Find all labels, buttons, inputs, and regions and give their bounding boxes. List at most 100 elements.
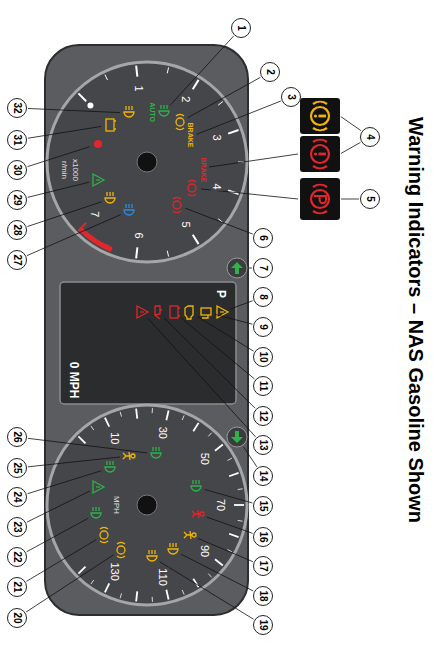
gauge-part: [128, 106, 129, 110]
scale-number: 1: [133, 84, 145, 92]
callout-number: 23: [7, 517, 27, 537]
gauge-part: [185, 306, 193, 319]
scale-tick: [238, 488, 243, 490]
gauge-part: [184, 531, 192, 539]
gauge-part: [112, 461, 113, 465]
leader-line: [27, 518, 88, 551]
callout-number: 20: [7, 608, 27, 628]
warning-icon: [191, 480, 201, 491]
scale-tick: [166, 590, 168, 600]
scale-tick: [78, 436, 85, 443]
brake-symbol: [311, 102, 329, 131]
scale-tick: [193, 80, 199, 89]
gauge-part: [140, 311, 144, 312]
gauge-part: [152, 447, 153, 451]
callout-number: 30: [7, 160, 27, 180]
leader-line: [198, 539, 253, 562]
gauge-part: [124, 210, 134, 215]
leader-line: [181, 318, 255, 379]
warning-icon: [123, 452, 135, 460]
warning-icon: [93, 481, 104, 493]
warning-icon: [173, 197, 181, 212]
gauge-part: [188, 184, 196, 192]
leader-line: [27, 202, 101, 227]
warning-icon: [106, 119, 116, 131]
gauge-part: [163, 105, 164, 109]
gauge-part: [114, 121, 116, 129]
callout-number: 15: [253, 496, 273, 516]
speedometer: [47, 405, 247, 605]
gauge-part: [227, 258, 247, 278]
scale-number: 110: [157, 567, 169, 587]
display-text: P: [214, 290, 228, 298]
callout-number: 1: [231, 18, 251, 38]
warning-icon: [117, 542, 125, 557]
leader-line: [164, 318, 255, 408]
gauge-part: [231, 431, 243, 443]
scale-tick: [91, 580, 94, 584]
gauge-part: [159, 111, 169, 116]
gauge-part: [100, 527, 108, 542]
warning-icon: [105, 192, 115, 203]
scale-tick: [215, 445, 223, 451]
gauge-part: [202, 315, 208, 318]
warning-icon: [124, 106, 134, 117]
gauge-part: [124, 112, 134, 117]
needle-hub: [137, 152, 157, 172]
scale-number: 70: [215, 498, 227, 512]
gauge-part: [109, 192, 110, 196]
callout-number: 19: [253, 615, 273, 635]
leader-line: [249, 268, 252, 269]
scale-tick: [208, 574, 211, 578]
gauge-part: [106, 192, 107, 196]
title: Warning Indicators – NAS Gasoline Shown: [404, 117, 427, 523]
gauge-part: [314, 152, 317, 155]
scale-tick: [152, 597, 153, 602]
indicator-text: BRAKE: [186, 122, 194, 149]
gauge-part: [192, 510, 200, 518]
scale-tick: [182, 415, 184, 420]
gauge-part: [91, 513, 101, 518]
leader-line: [27, 491, 90, 522]
scale-number: 10: [109, 431, 121, 445]
scale-tick: [193, 235, 199, 244]
gauge-part: [148, 550, 149, 554]
leader-line: [185, 208, 252, 234]
gauge-part: [92, 507, 93, 511]
callout-number: 24: [7, 487, 27, 507]
gauge-part: [106, 119, 114, 131]
gauge-part: [191, 486, 201, 491]
leader-line: [215, 314, 253, 324]
gauge-part: [314, 114, 317, 117]
warning-icon: [185, 306, 193, 319]
scale-tick: [229, 534, 238, 537]
callout-number: 16: [253, 527, 273, 547]
callout-number: 8: [253, 287, 273, 307]
leader-line: [28, 471, 102, 494]
leader-line: [205, 489, 253, 503]
gauge-part: [131, 106, 132, 110]
scale-number: 4: [211, 182, 223, 190]
gauge-part: [166, 105, 167, 109]
gauge-part: [147, 556, 157, 561]
dial-face: [47, 62, 247, 262]
callout-number: 9: [253, 317, 273, 337]
gauge-part: [105, 467, 115, 472]
gauge-part: [311, 145, 329, 163]
callout-number: 2: [260, 62, 280, 82]
leader-line: [27, 215, 121, 256]
warning-icon: [201, 308, 211, 318]
gauge-part: [137, 306, 148, 318]
scale-tick: [238, 520, 243, 522]
callout-number: 29: [7, 190, 27, 210]
scale-tick: [215, 559, 223, 565]
leader-line: [170, 36, 233, 105]
gauge-part: [105, 198, 115, 203]
scale-tick: [136, 247, 137, 258]
gauge-part: [176, 114, 184, 129]
gauge-part: [123, 452, 131, 460]
warning-icon: [91, 507, 101, 518]
scale-tick: [136, 66, 137, 77]
warning-icon: [159, 105, 169, 116]
brake-symbol: [311, 140, 329, 169]
